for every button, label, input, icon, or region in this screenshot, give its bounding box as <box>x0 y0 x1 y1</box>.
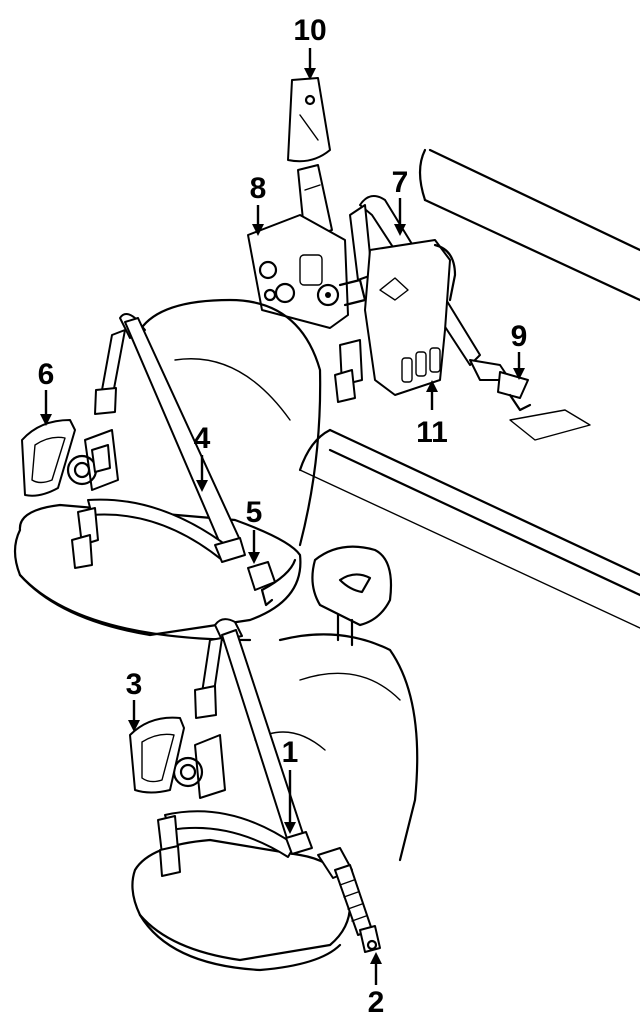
front-right-belt-assembly <box>129 618 381 953</box>
belt-guide-cover <box>287 77 331 163</box>
rear-cab-panel <box>298 148 640 629</box>
callout-2: 2 <box>368 986 385 1019</box>
front-left-seat <box>13 298 322 642</box>
callout-5: 5 <box>246 496 263 529</box>
front-left-retractor-cover <box>21 419 76 497</box>
rear-retractor-bracket <box>247 214 349 329</box>
front-right-seat <box>131 545 419 972</box>
callout-10: 10 <box>293 14 326 47</box>
front-left-belt-assembly <box>21 313 297 607</box>
callout-11: 11 <box>416 416 448 449</box>
callout-4: 4 <box>194 422 211 455</box>
callout-7: 7 <box>392 166 409 199</box>
callout-8: 8 <box>250 172 267 205</box>
callout-9: 9 <box>511 320 528 353</box>
rear-outer-belt-assembly <box>334 195 532 412</box>
callout-3: 3 <box>126 668 143 701</box>
callout-labels: 10 8 7 9 11 6 4 5 3 1 2 <box>38 14 528 1019</box>
callout-1: 1 <box>282 736 299 769</box>
callout-6: 6 <box>38 358 55 391</box>
rear-belt-anchor <box>497 371 529 399</box>
front-right-buckle-stalk <box>334 864 373 936</box>
headrest <box>311 545 393 627</box>
rear-center-belt-assembly <box>247 77 367 329</box>
callout-leaders <box>40 48 525 985</box>
front-right-retractor-cover <box>129 716 185 794</box>
